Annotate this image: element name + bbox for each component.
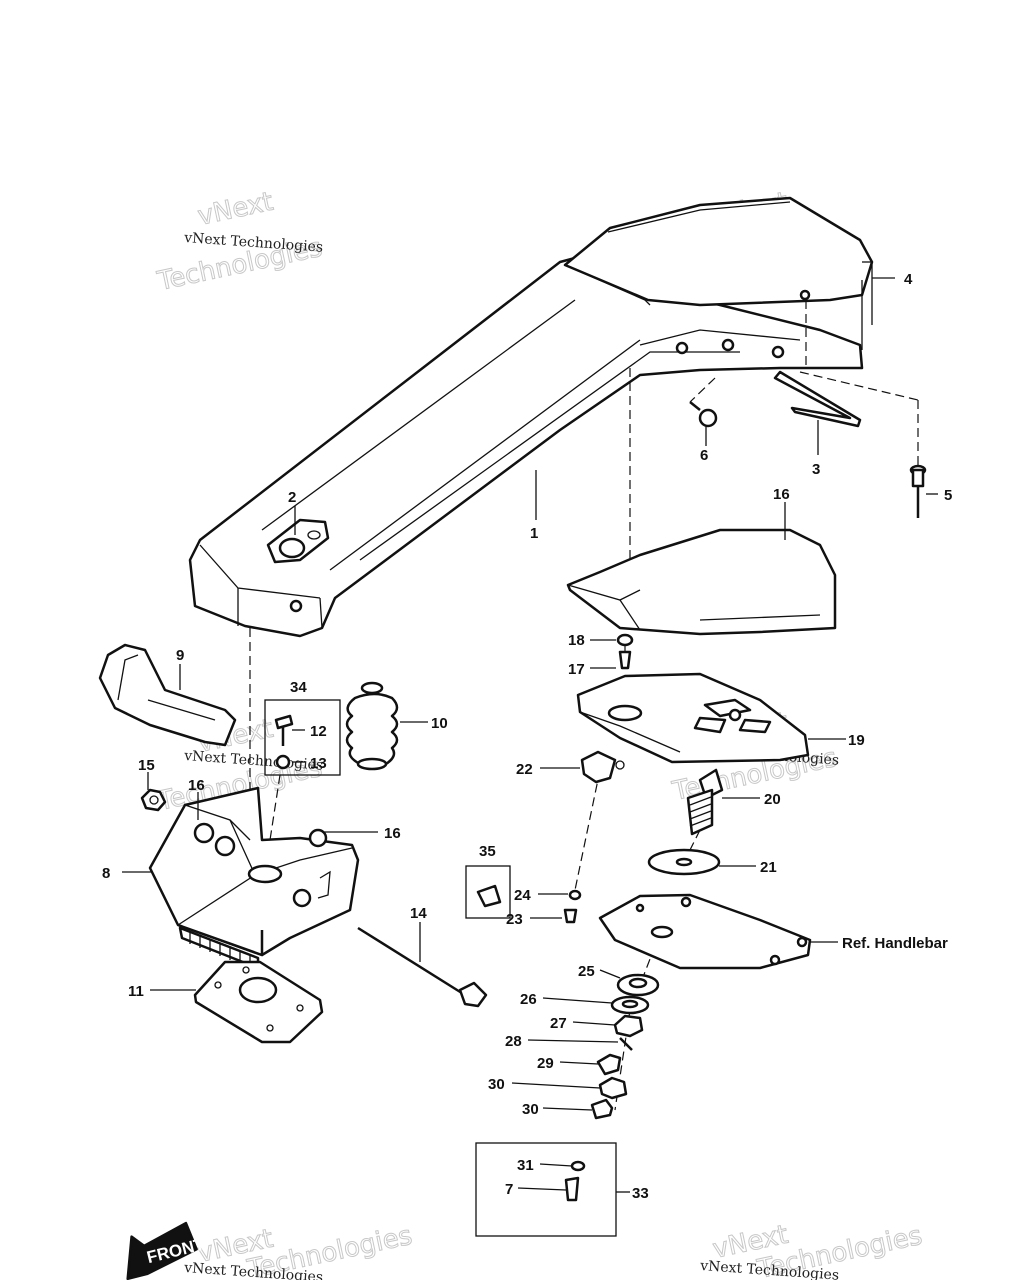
callout-4: 4 [904, 271, 913, 288]
part-bushing-30a [596, 1053, 622, 1076]
callout-numbers: 2 1 3 4 5 6 16 9 34 10 12 13 18 17 19 22… [102, 271, 952, 1202]
callout-24: 23 [506, 911, 523, 928]
part-bracket-wire [773, 370, 862, 428]
callout-9: 9 [176, 647, 184, 664]
leader-lines [122, 277, 938, 1193]
callout-18: 17 [568, 661, 585, 678]
kit-box-35 [465, 865, 511, 919]
part-side-cover [566, 528, 837, 636]
part-washer-19 [616, 633, 634, 647]
watermark-bottom-right: vNext Technologies vNext Technologies [699, 1219, 926, 1280]
callout-16a: 16 [188, 777, 205, 794]
part-screw-6 [689, 401, 718, 428]
callout-17: 16 [773, 486, 790, 503]
part-throttle-lever [98, 643, 237, 747]
callout-16b: 16 [384, 825, 401, 842]
part-pivot-housing [148, 786, 360, 970]
callout-13: 13 [310, 755, 327, 772]
callout-27: 26 [520, 991, 537, 1008]
callout-30a: 29 [537, 1055, 554, 1072]
callout-6: 6 [700, 447, 708, 464]
kit-box-33 [475, 1142, 617, 1237]
callout-32: 31 [517, 1157, 534, 1174]
callout-11: 11 [128, 983, 144, 1000]
watermark-top-left: vNext Technologies vNext Technologies [154, 186, 326, 297]
callout-19: 18 [568, 632, 585, 649]
part-cover-cap [563, 196, 874, 350]
part-washer-27 [610, 995, 650, 1015]
callout-2: 2 [288, 489, 296, 506]
callout-31: 30 [522, 1101, 539, 1118]
callout-34: 34 [290, 679, 307, 696]
pole-screw-holes [289, 289, 811, 613]
callout-5: 5 [944, 487, 952, 504]
part-rubber-boot [345, 681, 399, 771]
watermark-large-line1: vNext [195, 187, 276, 232]
ref-handlebar-label: Ref. Handlebar [842, 935, 948, 952]
callout-25: 24 [514, 887, 531, 904]
callout-33: 33 [632, 1185, 649, 1202]
callout-23: 22 [516, 761, 533, 778]
callout-8: 8 [102, 865, 110, 882]
part-base-plate [193, 960, 324, 1044]
part-spring-29 [619, 1037, 633, 1051]
callout-26: 25 [578, 963, 595, 980]
part-screw-18 [618, 650, 632, 670]
callout-29: 28 [505, 1033, 522, 1050]
part-bushing-30b [598, 1076, 628, 1100]
part-clip-23 [580, 750, 625, 784]
callout-30b: 30 [488, 1076, 505, 1093]
callout-20: 19 [848, 732, 865, 749]
part-screw-24 [563, 908, 578, 924]
callout-10: 10 [431, 715, 448, 732]
callout-14: 14 [410, 905, 427, 922]
callout-21: 20 [764, 791, 781, 808]
watermark-bottom-left: vNext Technologies vNext Technologies [183, 1220, 416, 1280]
part-rivet-5 [909, 464, 927, 518]
kit-box-34 [264, 699, 341, 776]
callout-1: 1 [530, 525, 538, 542]
callout-28: 27 [550, 1015, 567, 1032]
callout-3: 3 [812, 461, 820, 478]
part-block-31 [590, 1098, 614, 1120]
part-washer-25 [568, 889, 582, 901]
part-washer-26 [616, 973, 660, 997]
part-washer-22 [647, 848, 721, 876]
callout-22: 21 [760, 859, 777, 876]
callout-15: 15 [138, 757, 155, 774]
part-nut-15 [140, 788, 167, 812]
part-grommet [266, 518, 330, 564]
part-throttle-case [576, 672, 810, 764]
callout-12: 12 [310, 723, 327, 740]
callout-7: 7 [505, 1181, 513, 1198]
part-handlebar-plate [598, 893, 812, 970]
part-nut-28 [613, 1014, 644, 1038]
part-stud-21 [686, 768, 724, 836]
callout-35: 35 [479, 843, 496, 860]
part-long-bolt [357, 926, 488, 1008]
